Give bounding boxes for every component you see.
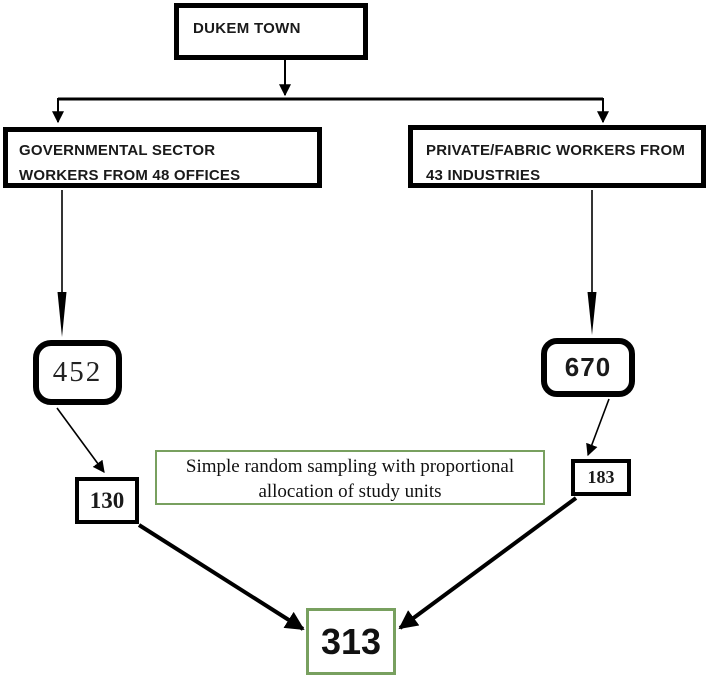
node-dukem-town: DUKEM TOWN — [174, 3, 368, 60]
governmental-line2: WORKERS FROM 48 OFFICES — [19, 167, 241, 184]
private-line1: PRIVATE/FABRIC WORKERS FROM — [426, 142, 686, 159]
arrow-452-to-130 — [56, 407, 105, 473]
priv-sample-value: 183 — [587, 467, 615, 487]
arrow-183-to-313 — [398, 496, 578, 630]
node-private-fabric: PRIVATE/FABRIC WORKERS FROM 43 INDUSTRIE… — [408, 125, 706, 188]
node-gov-sample-130: 130 — [75, 477, 139, 524]
method-line2: allocation of study units — [258, 481, 442, 502]
node-governmental-sector: GOVERNMENTAL SECTOR WORKERS FROM 48 OFFI… — [3, 127, 322, 188]
gov-sample-value: 130 — [89, 487, 125, 513]
priv-population-value: 670 — [564, 352, 612, 382]
governmental-line1: GOVERNMENTAL SECTOR — [19, 142, 216, 159]
dukem-town-label: DUKEM TOWN — [193, 20, 301, 37]
node-priv-population-670: 670 — [541, 338, 635, 397]
node-gov-population-452: 452 — [33, 340, 122, 405]
node-total-sample-313: 313 — [306, 608, 396, 675]
gov-population-value: 452 — [52, 356, 103, 388]
arrow-130-to-313 — [137, 523, 305, 631]
node-sampling-method: Simple random sampling with proportional… — [155, 450, 545, 505]
node-priv-sample-183: 183 — [571, 459, 631, 496]
arrow-670-to-183 — [586, 398, 610, 457]
method-line1: Simple random sampling with proportional — [185, 456, 515, 477]
private-line2: 43 INDUSTRIES — [426, 167, 541, 184]
arrowhead-governmental-to-452 — [57, 292, 67, 337]
total-sample-value: 313 — [320, 620, 382, 662]
arrowhead-private-to-670 — [587, 292, 597, 335]
